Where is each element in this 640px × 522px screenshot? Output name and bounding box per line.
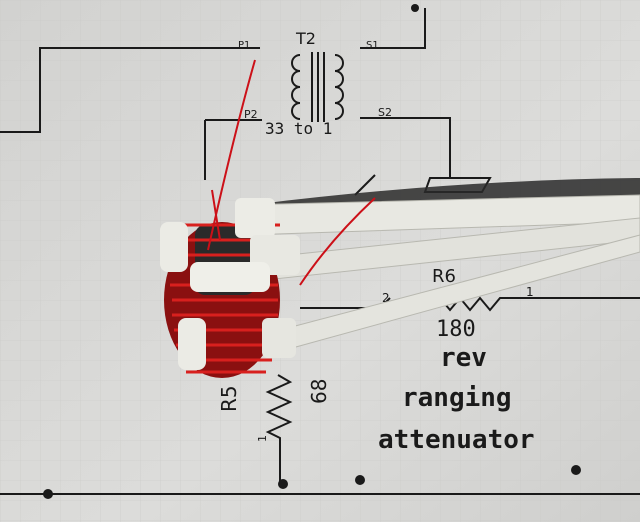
schematic-wires (0, 8, 640, 495)
toroid-transformer (160, 198, 300, 378)
pin-p2-label: P2 (244, 108, 258, 121)
junction-dots (43, 4, 581, 499)
cable-ties (239, 194, 640, 351)
pin-s2-label: S2 (378, 106, 392, 119)
caption-line-2: ranging (402, 383, 512, 413)
caption-line-1: rev (440, 343, 487, 373)
pin-p1-label: P1 (238, 40, 250, 51)
r6-ref-label: R6 (432, 266, 456, 287)
r6-value-label: 180 (436, 317, 476, 342)
transformer-ref-label: T2 (295, 29, 316, 48)
caption-line-3: attenuator (378, 425, 535, 455)
r5-ref-label: R5 (217, 385, 241, 412)
turns-ratio-label: 33 to 1 (265, 119, 332, 138)
r6-pin2-label: 2 (382, 291, 390, 305)
transformer-symbol (291, 52, 344, 122)
copper-leads (207, 59, 376, 286)
r6-pin1-label: 1 (526, 285, 534, 299)
r5-value-label: 68 (307, 379, 331, 404)
r5-pin-label: 1 (256, 435, 269, 442)
pin-s1-label: S1 (366, 40, 379, 51)
